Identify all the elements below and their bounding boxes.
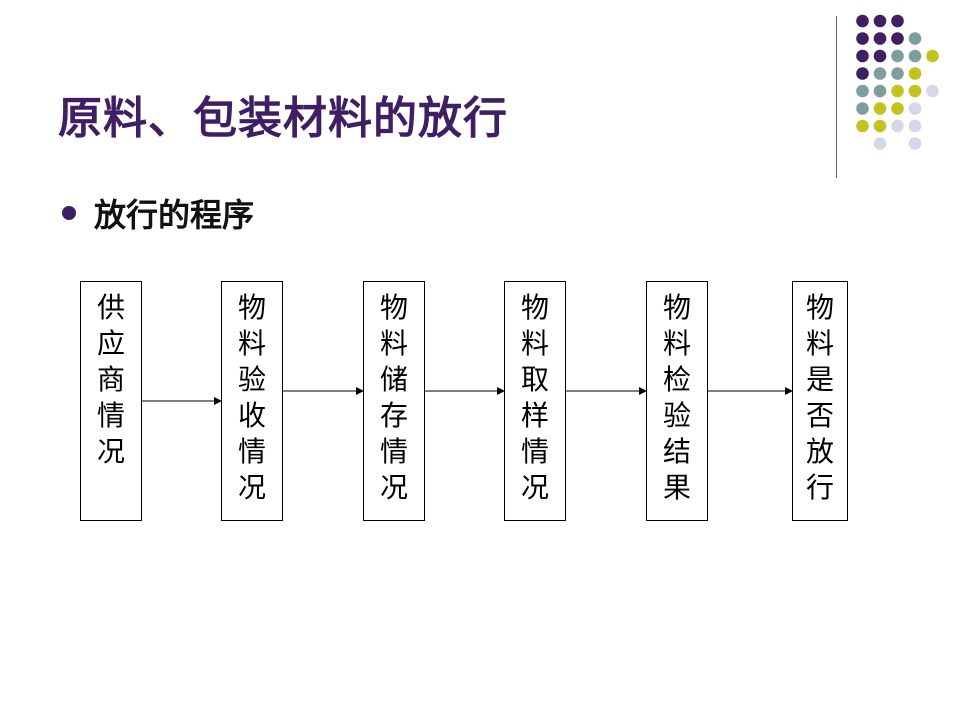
decorative-dot-icon [908,137,922,150]
flow-step-box: 物料储存情况 [363,281,425,521]
decorative-dot-icon [873,102,887,115]
flow-step-box: 物料验收情况 [221,281,283,521]
decorative-dot-icon [873,137,887,150]
decorative-dot-icon [873,32,887,45]
decorative-dot-icon [908,67,922,80]
decorative-dot-icon [926,84,939,98]
decorative-dot-icon [856,32,869,45]
decorative-dot-icon [873,84,887,98]
flow-step-label: 物料是否放行 [805,291,834,504]
flow-step-label: 供应商情况 [96,291,125,468]
decorative-dot-icon [891,119,904,133]
flow-step-box: 物料是否放行 [792,281,848,521]
bullet-text: 放行的程序 [94,196,255,234]
decorative-dot-icon [873,67,887,80]
flow-step-label: 物料取样情况 [520,291,549,504]
decorative-dot-icon [873,49,887,63]
decorative-dot-icon [926,49,939,63]
decorative-dot-icon [891,102,904,115]
slide-title: 原料、包装材料的放行 [58,93,508,144]
flow-step-box: 物料取样情况 [504,281,566,521]
bullet-item: 放行的程序 [62,188,254,238]
decorative-dot-icon [908,84,922,98]
decorative-dot-icon [891,84,904,98]
flow-step-box: 供应商情况 [80,281,142,521]
decorative-dot-icon [856,119,869,133]
decorative-dot-icon [891,32,904,45]
decorative-dot-icon [908,102,922,115]
decorative-dot-icon [908,119,922,133]
decorative-dot-icon [891,14,904,28]
decorative-dot-icon [856,102,869,115]
decorative-dot-icon [891,67,904,80]
flow-step-box: 物料检验结果 [646,281,708,521]
decorative-dot-icon [873,119,887,133]
flow-step-label: 物料检验结果 [662,291,691,504]
bullet-dot-icon [62,206,76,220]
decorative-dot-icon [856,49,869,63]
decorative-dot-icon [891,49,904,63]
decorative-dot-icon [873,14,887,28]
flow-step-label: 物料验收情况 [237,291,266,504]
decorative-dot-icon [856,67,869,80]
decorative-dot-icon [908,49,922,63]
decorative-divider [836,16,837,178]
flow-step-label: 物料储存情况 [379,291,408,504]
decorative-dot-icon [856,14,869,28]
decorative-dot-icon [908,32,922,45]
decorative-dot-icon [856,84,869,98]
